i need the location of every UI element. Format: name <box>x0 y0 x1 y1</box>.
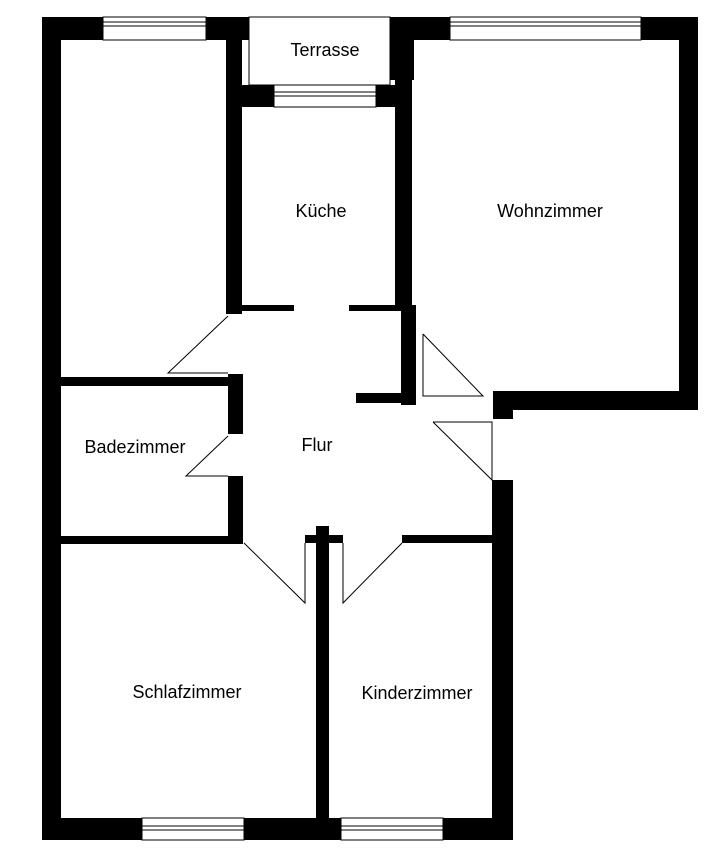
wall-living-bottom-stub <box>493 391 513 419</box>
wall-top-left <box>42 17 103 40</box>
terrace-outline <box>248 16 391 86</box>
wall-kitchen-right <box>395 78 412 310</box>
wall-bottom-3 <box>443 818 513 840</box>
windows <box>102 16 642 841</box>
wall-left-room-right <box>226 17 242 314</box>
room-label-flur: Flur <box>302 435 333 455</box>
window-bottom-left <box>141 817 245 841</box>
door-kids-right <box>432 421 493 482</box>
door-left-room <box>166 315 229 374</box>
window-bottom-right <box>340 817 444 841</box>
window-top-left <box>102 16 207 41</box>
room-label-kinderzimmer: Kinderzimmer <box>361 683 472 703</box>
wall-kitchen-top-left <box>236 85 274 107</box>
room-label-kueche: Küche <box>295 201 346 221</box>
wall-bottom-1 <box>42 818 142 840</box>
wall-bottom-2 <box>244 818 341 840</box>
wall-kitchen-bottom-left <box>242 305 294 311</box>
wall-bath-bottom <box>61 536 243 544</box>
wall-right-kids <box>492 480 513 840</box>
room-label-schlafzimmer: Schlafzimmer <box>132 682 241 702</box>
window-kitchen <box>273 84 377 108</box>
wall-bath-top <box>61 377 243 386</box>
wall-flur-right <box>401 305 416 405</box>
walls <box>42 17 698 840</box>
doors <box>166 315 493 605</box>
window-top-right <box>449 16 642 41</box>
door-kids <box>342 542 403 605</box>
wall-flur-bottom-right <box>402 535 512 543</box>
door-bathroom <box>184 435 229 477</box>
wall-bath-right-top <box>228 374 243 434</box>
room-label-badezimmer: Badezimmer <box>84 437 185 457</box>
door-bedroom <box>243 542 306 605</box>
wall-left <box>42 17 61 839</box>
room-label-terrasse: Terrasse <box>290 40 359 60</box>
wall-flur-mid <box>356 393 416 403</box>
wall-bedroom-divider <box>316 526 329 840</box>
wall-living-bottom <box>493 391 698 410</box>
room-label-wohnzimmer: Wohnzimmer <box>497 201 603 221</box>
wall-terrace-right <box>390 17 450 40</box>
wall-kitchen-bottom-right <box>349 305 405 311</box>
wall-terrace-stub <box>390 40 414 80</box>
door-living <box>422 333 485 397</box>
wall-right-living <box>679 17 698 410</box>
wall-bath-right-bottom <box>228 476 243 544</box>
